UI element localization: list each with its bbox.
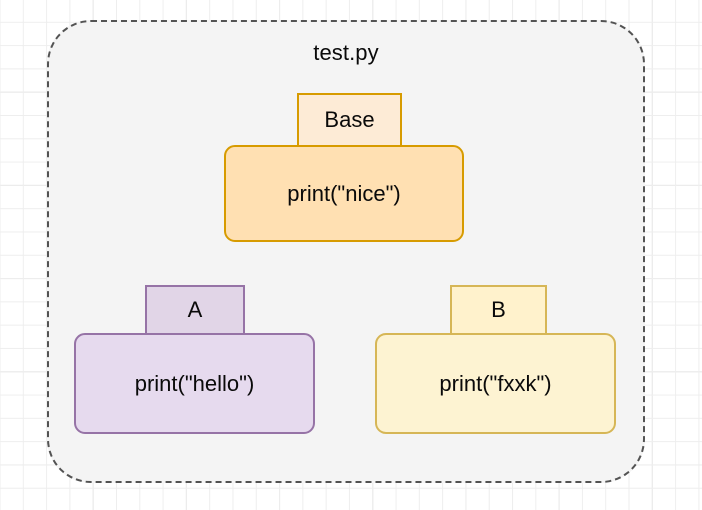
package-title: test.py: [313, 40, 379, 65]
class-node-a-tab[interactable]: A: [145, 285, 245, 335]
class-node-b-tab[interactable]: B: [450, 285, 547, 335]
class-node-a-body[interactable]: print("hello"): [74, 333, 315, 434]
class-node-base-tab[interactable]: Base: [297, 93, 402, 147]
class-node-b-body[interactable]: print("fxxk"): [375, 333, 616, 434]
class-node-base-body[interactable]: print("nice"): [224, 145, 464, 242]
